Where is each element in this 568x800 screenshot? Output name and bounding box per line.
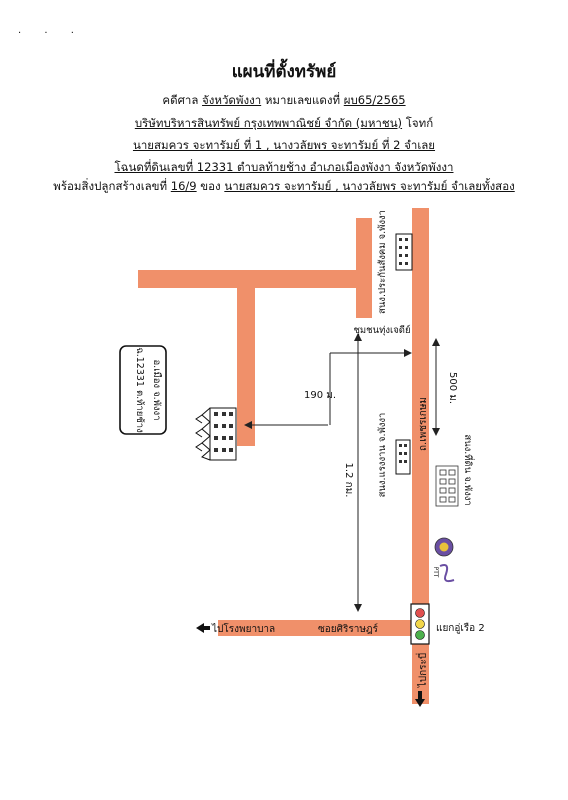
defendants-line: นายสมควร จะทารัมย์ ที่ 1 , นางวลัยพร จะท… [0,137,568,155]
to-krabi-arrow-icon [415,691,425,707]
plaintiff-suffix: โจทก์ [405,116,434,130]
dimension-lines [244,333,440,612]
ptt-label: PTT [432,567,439,578]
owner-label: ของ [200,179,221,193]
building-no: 16/9 [170,179,197,193]
deed: โฉนดที่ดินเลขที่ 12331 ตำบลท้ายช้าง อำเภ… [114,160,454,174]
to-hospital-arrow-icon [196,623,210,633]
to-krabi-label: ไปกระบี่ [415,653,429,689]
labor-office-label: สนง.แรงงาน จ.พังงา [377,413,388,498]
case-court: จังหวัดพังงา [202,93,262,107]
ptt-station-icon [434,537,455,583]
page-title: แผนที่ตั้งทรัพย์ [231,62,337,82]
building-line: พร้อมสิ่งปลูกสร้างเลขที่ 16/9 ของ นายสมค… [0,178,568,196]
main-road-label: ถ.เพชรเกษม [418,397,429,451]
soi-label: ซอยศิริราษฎร์ [318,623,379,635]
property-box-line2: อ.เมือง จ.พังงา [151,359,162,420]
property-box-line1: ฉ.12331 ต.ท้ายช้าง [134,347,145,433]
labor-office-building-icon [395,439,411,475]
defendants: นายสมควร จะทารัมย์ ที่ 1 , นางวลัยพร จะท… [132,138,436,152]
road-left-vertical [237,270,255,446]
land-office-building-icon [435,465,459,507]
office-cooperative-label: สนง.ประกันสังคม จ.พังงา [377,210,388,314]
owners: นายสมควร จะทารัมย์ , นางวลัยพร จะทารัมย์… [224,179,515,193]
case-no-label: หมายเลขแดงที่ [264,93,341,107]
distance-190-label: 190 ม. [304,390,336,401]
road-main-vertical [412,208,429,704]
property-house-icon [195,407,237,461]
junction-label: แยกอู่เรือ 2 [436,622,485,634]
traffic-light-icon [410,603,430,645]
case-no: ผบ65/2565 [343,93,406,107]
cooperative-building-icon [395,233,413,271]
property-box [119,345,167,435]
deed-line: โฉนดที่ดินเลขที่ 12331 ตำบลท้ายช้าง อำเภ… [0,159,568,177]
plaintiff-line: บริษัทบริหารสินทรัพย์ กรุงเทพพาณิชย์ จำก… [0,115,568,133]
community-label: ชุมชนทุ่งเจดีย์ [353,324,410,336]
distance-1-2-label: 1.2 กม. [343,463,354,498]
scan-marks: · · · [18,28,84,39]
to-hospital-label: ไปโรงพยาบาล [211,622,275,635]
case-line: คดีศาล จังหวัดพังงา หมายเลขแดงที่ ผบ65/2… [0,92,568,110]
distance-500-label: 500 ม. [447,372,458,404]
roads [138,208,429,704]
road-community-vertical [356,218,372,318]
land-office-label: สนง.ที่ดิน จ.พังงา [462,434,475,505]
road-soi-horizontal [218,620,412,636]
plaintiff: บริษัทบริหารสินทรัพย์ กรุงเทพพาณิชย์ จำก… [134,116,403,130]
case-label: คดีศาล [162,93,199,107]
building-label: พร้อมสิ่งปลูกสร้างเลขที่ [53,179,168,193]
